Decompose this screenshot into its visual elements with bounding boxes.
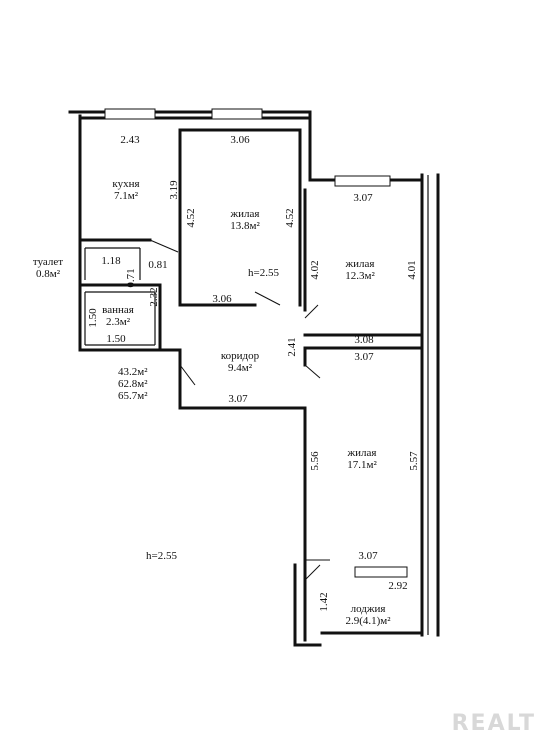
dim-living1-bottom: 3.06: [212, 293, 232, 305]
room-name: ванная: [102, 304, 134, 316]
room-toilet: туалет 0.8м²: [33, 256, 63, 280]
ceiling-height-outer: h=2.55: [146, 550, 177, 562]
watermark: REALT: [451, 711, 536, 736]
dim-living3-left: 5.56: [309, 451, 321, 471]
room-name: жилая: [345, 258, 375, 270]
room-area: 2.9(4.1)м²: [345, 615, 391, 627]
windows: [104, 108, 408, 578]
dim-living3-top: 3.07: [354, 351, 374, 363]
dim-corridor-height: 2.41: [286, 337, 298, 357]
area-with-loggia: 65.7м²: [118, 390, 148, 402]
dim-toilet-width: 1.18: [101, 255, 121, 267]
room-area: 9.4м²: [227, 362, 252, 374]
door-swings: [149, 239, 330, 581]
room-area: 12.3м²: [345, 270, 375, 282]
room-area: 13.8м²: [230, 220, 260, 232]
dim-bath-width: 1.50: [106, 333, 126, 345]
area-total: 62.8м²: [118, 378, 148, 390]
room-name: жилая: [230, 208, 260, 220]
room-area: 17.1м²: [347, 459, 377, 471]
room-name: жилая: [347, 447, 377, 459]
room-corridor: коридор 9.4м²: [221, 350, 259, 374]
room-name: лоджия: [350, 603, 386, 615]
room-name: кухня: [112, 178, 140, 190]
room-name: туалет: [32, 256, 64, 268]
dim-bath-side: 2.32: [148, 287, 160, 307]
dim-loggia-width: 2.92: [388, 580, 408, 592]
room-area: 2.3м²: [105, 316, 130, 328]
dim-living1-right: 4.52: [284, 208, 296, 228]
room-area: 0.8м²: [35, 268, 60, 280]
room-living-3: жилая 17.1м²: [347, 447, 377, 471]
room-living-1: жилая 13.8м²: [230, 208, 260, 232]
dim-living3-bottom: 3.07: [358, 550, 378, 562]
area-living-total: 43.2м²: [118, 366, 148, 378]
dim-living2-bottom: 3.08: [354, 334, 374, 346]
dim-bath-height: 1.50: [87, 308, 99, 328]
dim-kitchen-side: 3.19: [168, 180, 180, 200]
room-name: коридор: [220, 350, 260, 362]
room-area: 7.1м²: [113, 190, 139, 202]
room-loggia: лоджия 2.9(4.1)м²: [345, 603, 390, 627]
dim-living3-right: 5.57: [408, 451, 420, 471]
room-bath: ванная 2.3м²: [102, 304, 134, 328]
room-living-2: жилая 12.3м²: [345, 258, 375, 282]
dim-living1-left: 4.52: [185, 208, 197, 228]
dim-living2-left: 4.02: [309, 260, 321, 280]
interior-walls: [78, 128, 424, 367]
dim-living2-top: 3.07: [353, 192, 373, 204]
room-kitchen: кухня 7.1м²: [112, 178, 139, 202]
dim-living1-top: 3.06: [230, 134, 250, 146]
dim-living2-right: 4.01: [406, 260, 418, 280]
dim-toilet-door: 0.81: [148, 259, 168, 271]
dim-toilet-depth: 0.71: [125, 268, 137, 288]
dim-kitchen-top: 2.43: [120, 134, 140, 146]
ceiling-height-inner: h=2.55: [248, 267, 279, 279]
dim-loggia-height: 1.42: [318, 592, 330, 612]
dim-corridor-bottom: 3.07: [228, 393, 248, 405]
